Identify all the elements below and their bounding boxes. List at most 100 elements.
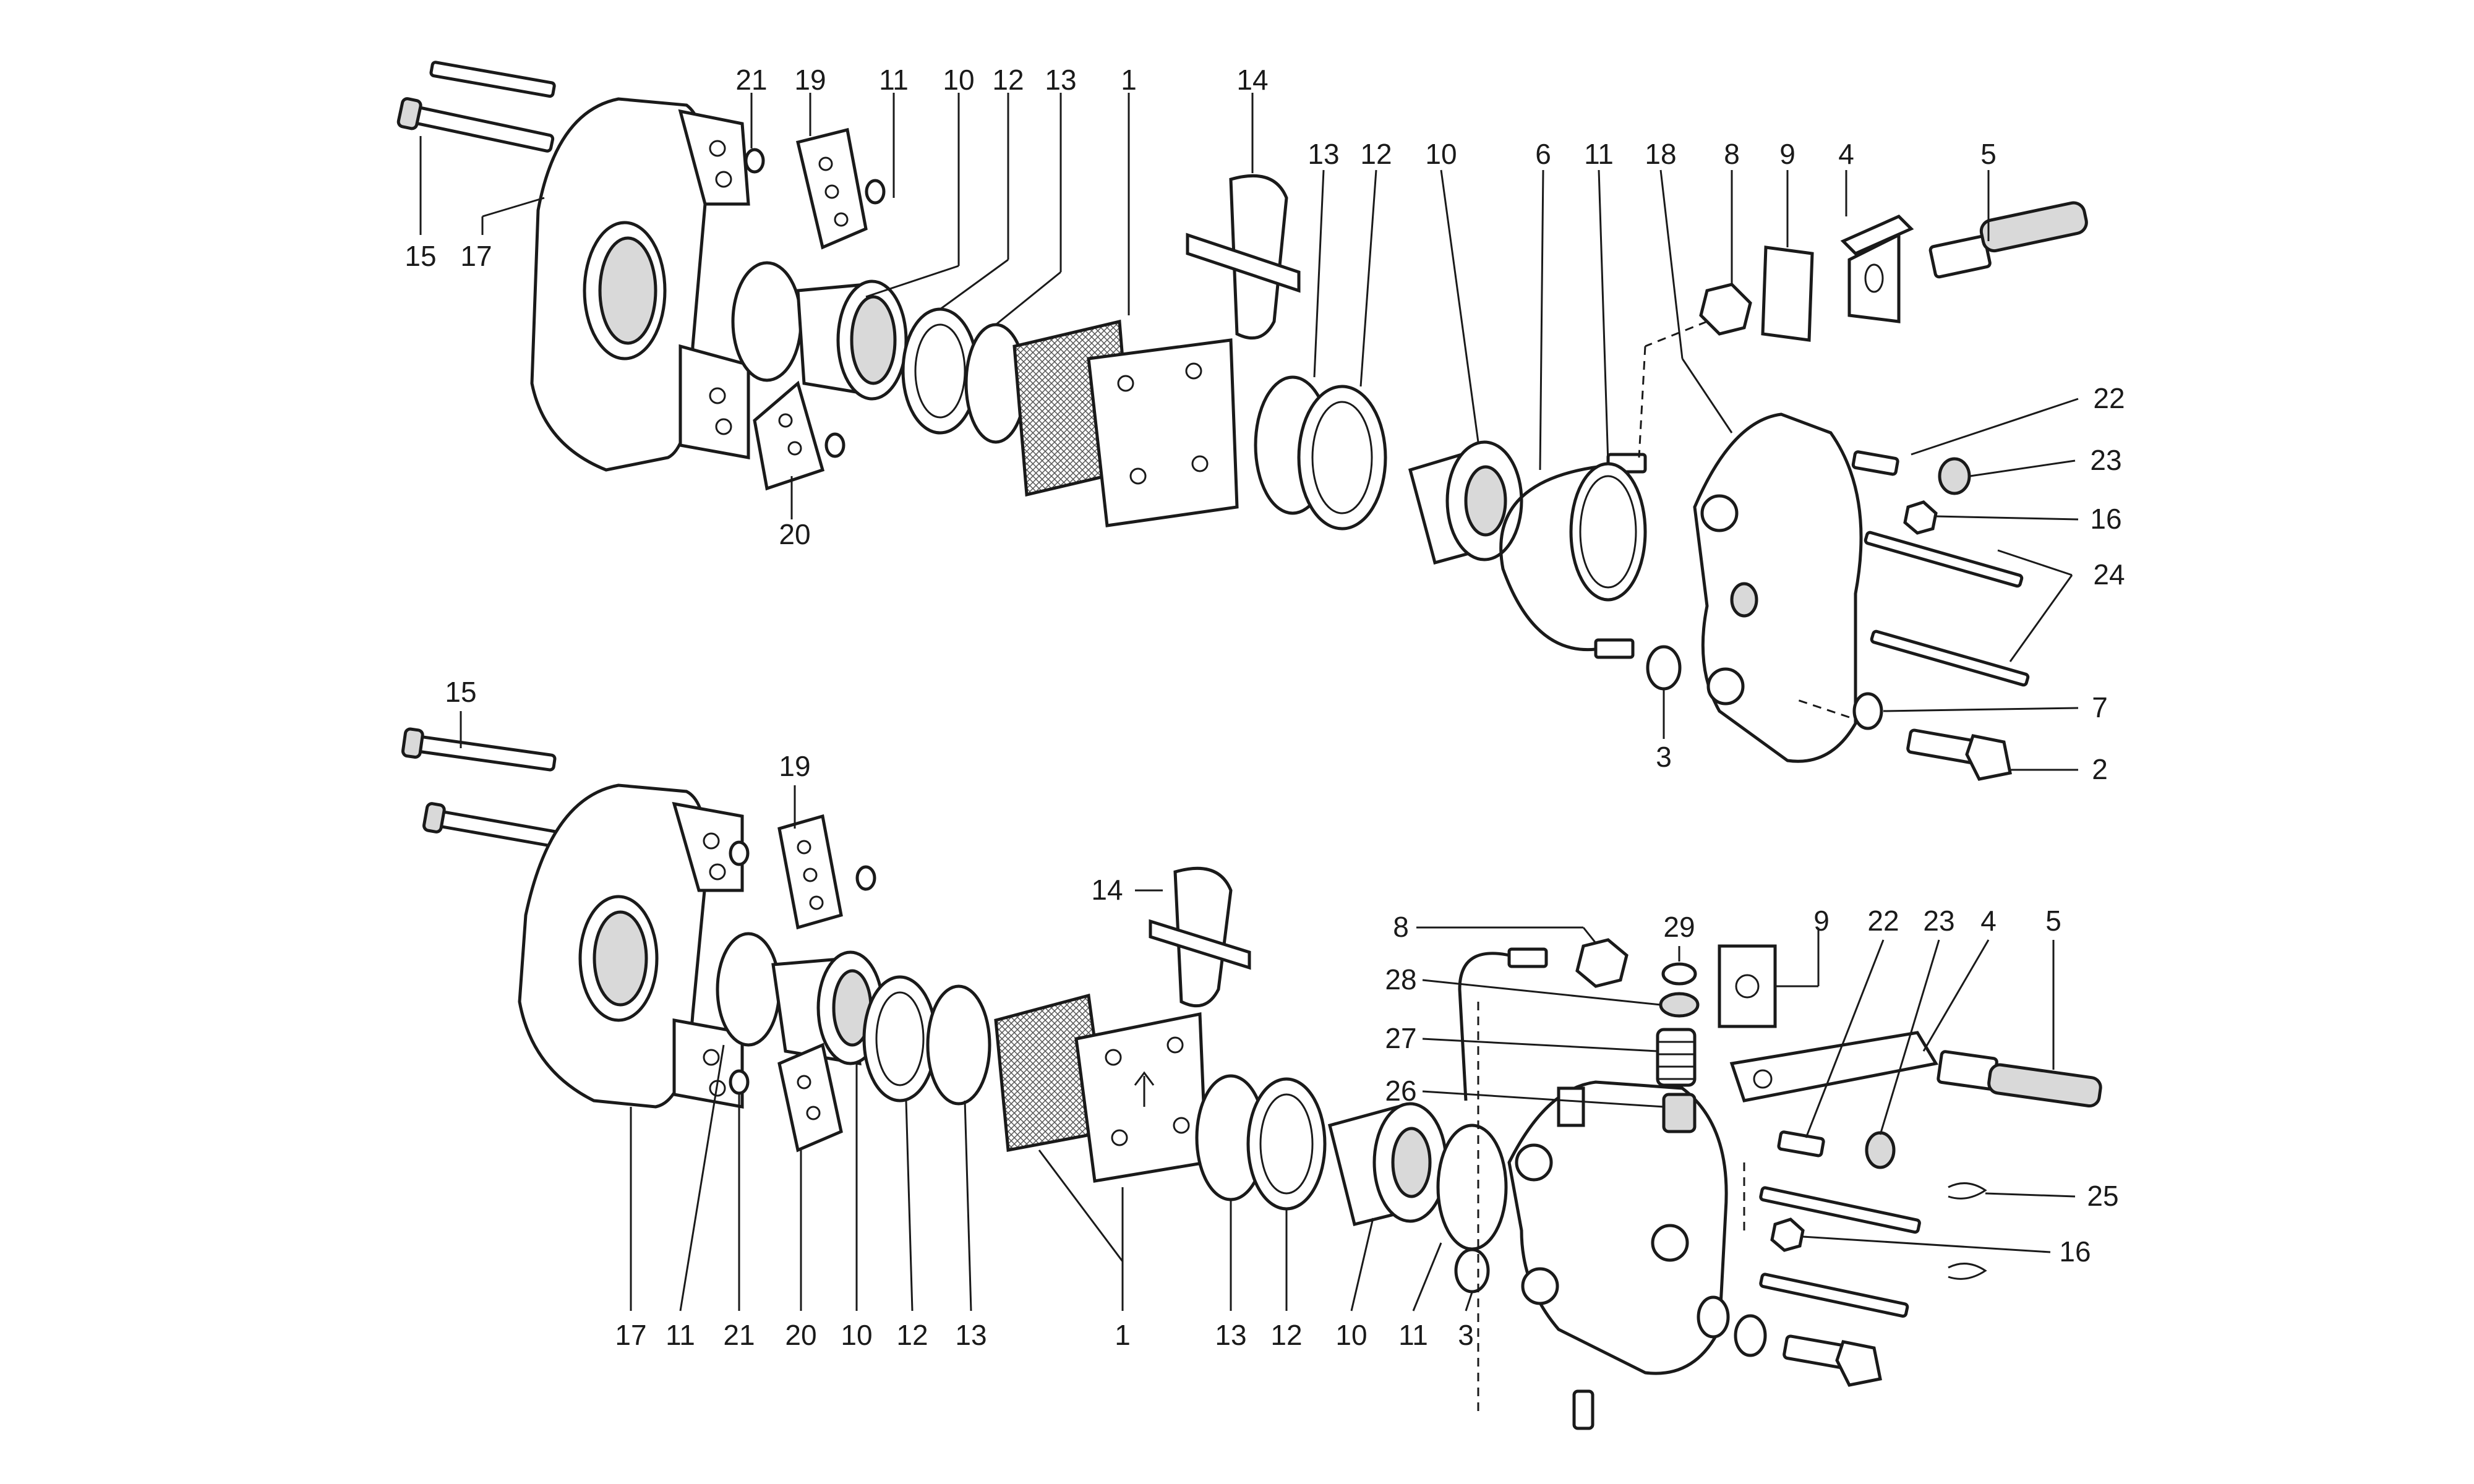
callout-bottom-10-right: 10 (1335, 1319, 1367, 1351)
top-plate-9 (1761, 245, 1814, 342)
callout-top-9: 9 (1779, 138, 1796, 170)
callout-top-24: 24 (2093, 558, 2125, 591)
bottom-dust-ring-12 (862, 975, 938, 1102)
callout-top-10-right: 10 (1425, 138, 1457, 170)
bottom-seal-11-right (1436, 1124, 1508, 1251)
callout-top-3: 3 (1656, 741, 1672, 773)
bottom-brake-pads-1 (994, 993, 1208, 1183)
callout-top-15: 15 (404, 240, 436, 272)
bottom-clip-25a (1948, 1182, 1987, 1200)
bottom-pin-b (1759, 1273, 1909, 1318)
top-cap-23 (1938, 457, 1971, 495)
callout-top-10: 10 (943, 64, 974, 96)
top-brake-pipe-6 (1499, 462, 1633, 652)
callout-bottom-12-right: 12 (1270, 1319, 1302, 1351)
top-plate-20 (753, 380, 825, 491)
top-bolt-15 (396, 61, 556, 153)
callout-top-8: 8 (1724, 138, 1740, 170)
top-nut-8 (1699, 283, 1752, 336)
top-piston-10-right (1408, 440, 1523, 565)
callout-bottom-21: 21 (723, 1319, 755, 1351)
callout-top-11: 11 (879, 64, 909, 96)
top-dust-ring-12-right (1297, 385, 1387, 531)
bottom-caliper-half-right (1507, 1080, 1728, 1375)
callout-bottom-22: 22 (1867, 905, 1899, 937)
top-spring-clip-14 (1186, 174, 1301, 340)
callout-bottom-11: 11 (666, 1319, 695, 1351)
top-seal-11 (731, 261, 803, 382)
top-caliper-half-18 (1693, 412, 1863, 763)
bottom-caliper-half-17 (518, 783, 744, 1109)
bottom-clip-25b (1948, 1263, 1987, 1280)
bottom-part-labels: 15 19 14 8 29 9 22 23 4 5 28 27 26 25 16… (445, 676, 2118, 1351)
bottom-washer-21 (729, 1069, 750, 1095)
callout-top-23: 23 (2090, 444, 2121, 476)
callout-bottom-16: 16 (2059, 1235, 2091, 1268)
top-part-labels: 15 17 21 19 11 10 12 13 1 14 20 13 12 10… (404, 64, 2125, 785)
callout-top-13-right: 13 (1308, 138, 1339, 170)
callout-bottom-3: 3 (1458, 1319, 1474, 1351)
callout-bottom-25: 25 (2087, 1180, 2118, 1212)
top-leader-lines (419, 93, 2079, 771)
bottom-seal-11 (716, 932, 781, 1047)
bottom-plate-20 (777, 1043, 843, 1153)
callout-top-21: 21 (735, 64, 767, 96)
callout-bottom-15: 15 (445, 676, 476, 708)
callout-top-16: 16 (2090, 503, 2121, 535)
top-bolt-2 (1906, 728, 2012, 781)
callout-top-18: 18 (1645, 138, 1676, 170)
top-seal-11-right (1569, 462, 1647, 602)
callout-top-4: 4 (1838, 138, 1854, 170)
bottom-bolt (1783, 1334, 1882, 1387)
top-plate-19 (796, 127, 868, 250)
bottom-washer-3 (1454, 1248, 1490, 1294)
top-caliper-half-17 (530, 97, 750, 472)
bottom-bolt-15 (401, 727, 568, 850)
bottom-plate-19 (777, 814, 843, 930)
callout-top-19: 19 (794, 64, 826, 96)
top-nut-16 (1903, 500, 1938, 535)
callout-top-2: 2 (2092, 753, 2108, 785)
top-pin-24a (1864, 531, 2024, 588)
callout-bottom-28: 28 (1385, 963, 1416, 996)
top-piston-10 (796, 279, 908, 401)
bottom-ring-13 (926, 984, 991, 1106)
bottom-hose-5 (1937, 1050, 2102, 1108)
callout-top-14: 14 (1236, 64, 1268, 96)
bottom-plate-9 (1718, 944, 1777, 1028)
bottom-bleeder-22 (1777, 1130, 1825, 1158)
callout-bottom-26: 26 (1385, 1075, 1416, 1107)
top-washer-3 (1646, 645, 1682, 691)
bottom-spring-clip-14 (1149, 866, 1251, 1008)
bottom-caliper-assembly: 15 19 14 8 29 9 22 23 4 5 28 27 26 25 16… (401, 676, 2119, 1430)
callout-bottom-19: 19 (779, 750, 810, 782)
top-washer-21 (744, 148, 765, 174)
callout-bottom-27: 27 (1385, 1022, 1416, 1054)
bottom-piece-26 (1662, 1093, 1697, 1133)
bottom-washer-29 (1661, 962, 1697, 986)
callout-top-13: 13 (1045, 64, 1076, 96)
bottom-piston-10-right (1327, 1102, 1448, 1227)
callout-bottom-13: 13 (955, 1319, 987, 1351)
callout-bottom-8: 8 (1393, 911, 1409, 943)
top-pin-24b (1870, 629, 2030, 687)
bottom-pin-a (1759, 1186, 1921, 1234)
callout-top-1: 1 (1121, 64, 1137, 96)
callout-bottom-17: 17 (615, 1319, 646, 1351)
callout-bottom-10: 10 (841, 1319, 872, 1351)
bottom-pipe-8 (1458, 952, 1522, 1101)
top-bracket-4 (1840, 215, 1914, 323)
bottom-washer-28 (1659, 992, 1700, 1018)
bottom-nut-16 (1770, 1217, 1805, 1252)
callout-top-11-right: 11 (1584, 138, 1614, 170)
callout-top-5: 5 (1980, 138, 1997, 170)
callout-top-17: 17 (460, 240, 492, 272)
callout-top-22: 22 (2093, 382, 2125, 414)
bottom-leader-lines (460, 711, 2076, 1416)
callout-bottom-11-right: 11 (1398, 1319, 1428, 1351)
top-washer-7 (1852, 692, 1883, 730)
top-caliper-assembly: 15 17 21 19 11 10 12 13 1 14 20 13 12 10… (396, 61, 2125, 785)
callout-bottom-20: 20 (785, 1319, 816, 1351)
callout-top-20: 20 (779, 518, 810, 550)
callout-bottom-14: 14 (1091, 874, 1123, 906)
